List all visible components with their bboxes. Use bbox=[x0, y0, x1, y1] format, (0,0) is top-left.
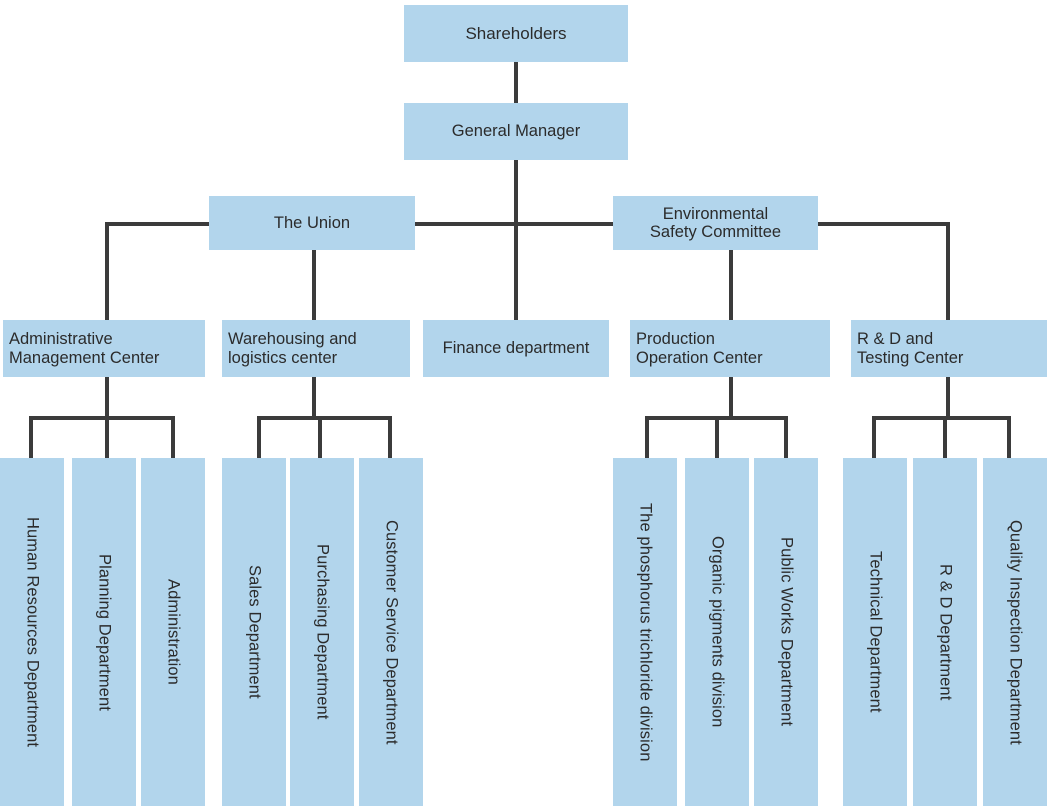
node-the-union-label: The Union bbox=[273, 213, 351, 232]
node-customer-service-department-label: Customer Service Department bbox=[382, 519, 401, 745]
node-rd-and-testing-center[interactable]: R & D and Testing Center bbox=[851, 320, 1047, 377]
node-sales-department-label: Sales Department bbox=[245, 565, 264, 699]
node-public-works-department-label: Public Works Department bbox=[777, 537, 796, 727]
node-finance-department[interactable]: Finance department bbox=[423, 320, 609, 377]
node-the-phosphorus-trichloride-division[interactable]: The phosphorus trichloride division bbox=[613, 458, 677, 806]
connector-bus-to-rd-and-testing-center bbox=[946, 222, 950, 320]
node-environmental-safety-committee-label: Environmental Safety Committee bbox=[649, 204, 782, 241]
connector-amc-bus bbox=[29, 416, 175, 420]
connector-poc-stem bbox=[729, 377, 733, 420]
node-administrative-management-center[interactable]: Administrative Management Center bbox=[3, 320, 205, 377]
connector-wlc-bus bbox=[257, 416, 392, 420]
connector-rdtc-bus bbox=[872, 416, 1011, 420]
node-warehousing-and-logistics-center[interactable]: Warehousing and logistics center bbox=[222, 320, 410, 377]
node-customer-service-department[interactable]: Customer Service Department bbox=[359, 458, 423, 806]
connector-amc-to-planning-department bbox=[105, 416, 109, 460]
node-human-resources-department[interactable]: Human Resources Department bbox=[0, 458, 64, 806]
node-human-resources-department-label: Human Resources Department bbox=[23, 516, 42, 748]
node-rd-department-label: R & D Department bbox=[936, 563, 955, 701]
node-purchasing-department-label: Purchasing Department bbox=[313, 544, 332, 720]
connector-wlc-to-sales-department bbox=[257, 416, 261, 460]
connector-shareholders-to-general-manager bbox=[514, 61, 518, 105]
node-technical-department[interactable]: Technical Department bbox=[843, 458, 907, 806]
connector-poc-to-phosphorus-trichloride-division bbox=[645, 416, 649, 460]
node-the-union[interactable]: The Union bbox=[209, 196, 415, 250]
node-administration[interactable]: Administration bbox=[141, 458, 205, 806]
connector-rdtc-stem bbox=[946, 377, 950, 420]
node-the-phosphorus-trichloride-division-label: The phosphorus trichloride division bbox=[636, 502, 655, 762]
node-administration-label: Administration bbox=[164, 579, 183, 685]
node-shareholders[interactable]: Shareholders bbox=[404, 5, 628, 62]
connector-wlc-stem bbox=[312, 377, 316, 420]
connector-wlc-to-customer-service-department bbox=[388, 416, 392, 460]
connector-poc-to-organic-pigments-division bbox=[715, 416, 719, 460]
node-administrative-management-center-label: Administrative Management Center bbox=[9, 330, 160, 367]
connector-amc-to-human-resources-department bbox=[29, 416, 33, 460]
connector-rdtc-to-technical-department bbox=[872, 416, 876, 460]
connector-esc-to-production-operation-center bbox=[729, 250, 733, 320]
node-organic-pigments-division-label: Organic pigments division bbox=[708, 536, 727, 728]
connector-poc-to-public-works-department bbox=[784, 416, 788, 460]
node-planning-department[interactable]: Planning Department bbox=[72, 458, 136, 806]
connector-the-union-to-warehousing bbox=[312, 250, 316, 320]
node-shareholders-label: Shareholders bbox=[465, 23, 567, 43]
connector-general-manager-trunk bbox=[514, 157, 518, 320]
node-purchasing-department[interactable]: Purchasing Department bbox=[290, 458, 354, 806]
connector-amc-to-administration bbox=[171, 416, 175, 460]
node-planning-department-label: Planning Department bbox=[95, 553, 114, 711]
node-general-manager-label: General Manager bbox=[451, 122, 581, 141]
node-quality-inspection-department[interactable]: Quality Inspection Department bbox=[983, 458, 1047, 806]
node-quality-inspection-department-label: Quality Inspection Department bbox=[1006, 519, 1025, 745]
connector-level3-bus-center bbox=[412, 222, 620, 226]
node-production-operation-center[interactable]: Production Operation Center bbox=[630, 320, 830, 377]
connector-bus-to-administrative-management-center bbox=[105, 222, 109, 320]
connector-wlc-to-purchasing-department bbox=[318, 416, 322, 460]
node-rd-department[interactable]: R & D Department bbox=[913, 458, 977, 806]
node-organic-pigments-division[interactable]: Organic pigments division bbox=[685, 458, 749, 806]
node-production-operation-center-label: Production Operation Center bbox=[636, 330, 763, 367]
node-general-manager[interactable]: General Manager bbox=[404, 103, 628, 160]
node-technical-department-label: Technical Department bbox=[866, 551, 885, 713]
connector-rdtc-to-rd-department bbox=[943, 416, 947, 460]
node-rd-and-testing-center-label: R & D and Testing Center bbox=[857, 330, 964, 367]
node-finance-department-label: Finance department bbox=[442, 339, 590, 358]
node-environmental-safety-committee[interactable]: Environmental Safety Committee bbox=[613, 196, 818, 250]
node-sales-department[interactable]: Sales Department bbox=[222, 458, 286, 806]
connector-rdtc-to-quality-inspection-department bbox=[1007, 416, 1011, 460]
connector-amc-stem bbox=[105, 377, 109, 420]
node-public-works-department[interactable]: Public Works Department bbox=[754, 458, 818, 806]
connector-level3-bus-right bbox=[814, 222, 950, 226]
node-warehousing-and-logistics-center-label: Warehousing and logistics center bbox=[228, 330, 357, 367]
